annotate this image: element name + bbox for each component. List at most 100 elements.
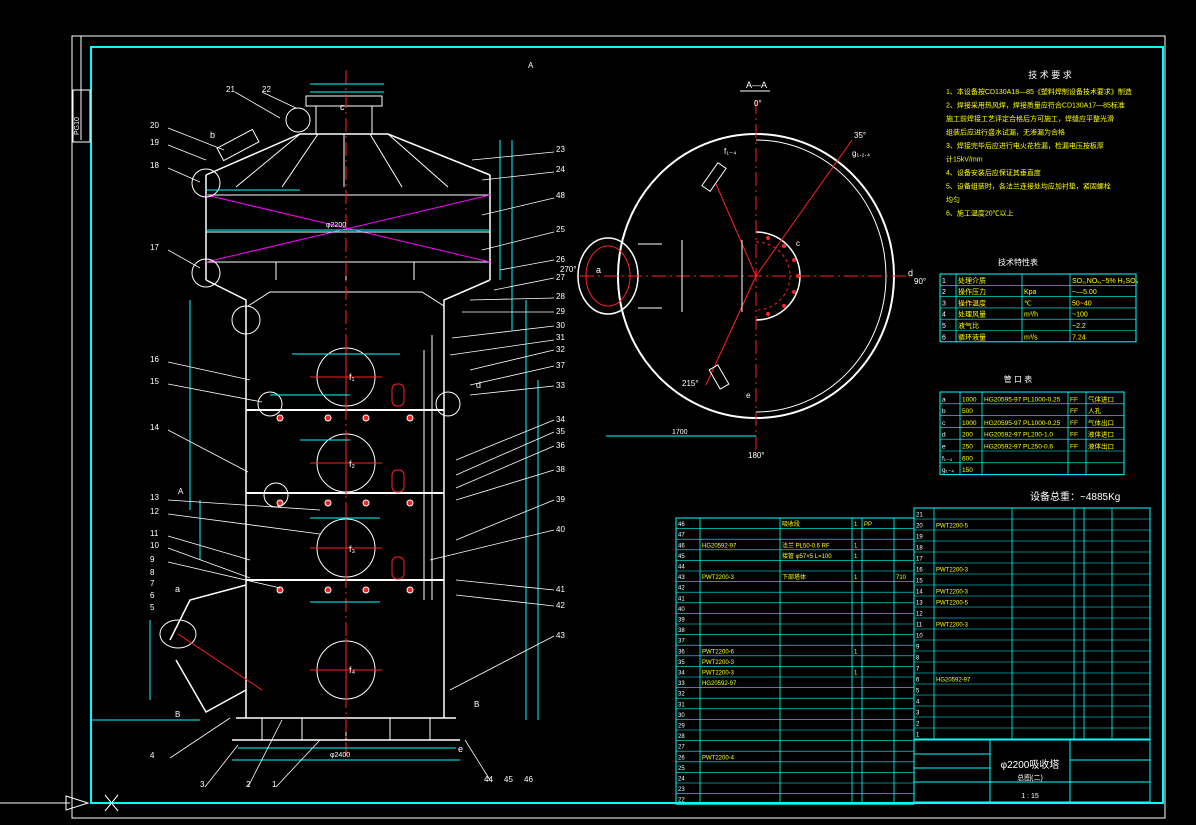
table-cell: HG20595-97 PL1000-0.25 <box>984 420 1061 427</box>
table-cell: 1 <box>854 671 858 677</box>
title-block-scale: 1 : 15 <box>1021 793 1039 800</box>
table-cell: Kpa <box>1024 289 1037 296</box>
table-cell: 22 <box>678 798 685 804</box>
table-frame <box>913 507 1151 740</box>
table-cell: c <box>942 420 946 427</box>
table-cell: 4 <box>916 700 920 706</box>
table-cell: 1 <box>916 733 920 739</box>
table-cell: 39 <box>678 618 685 624</box>
callout-number: 20 <box>150 121 159 130</box>
table-cell: 吸收段 <box>782 520 800 528</box>
table-cell: FF <box>1070 396 1078 403</box>
weight-label: 设备总重：~4885Kg <box>1030 490 1120 503</box>
table-cell: 液体出口 <box>1088 442 1114 451</box>
table-cell: 38 <box>678 628 685 634</box>
elevation-view <box>159 70 491 760</box>
table-cell: 35 <box>678 660 685 666</box>
callout-number: 9 <box>150 555 155 564</box>
spray-nozzles <box>276 414 414 594</box>
callout-number: 45 <box>504 775 513 784</box>
table-cell: 26 <box>678 755 685 761</box>
callout-number: 1 <box>272 780 277 789</box>
callout-number: 19 <box>150 138 159 147</box>
outer-border <box>71 35 1166 819</box>
table-cell: HG20592-97 <box>702 681 737 687</box>
section-angle-left: 270° <box>560 265 577 274</box>
table-cell: 处理风量 <box>958 310 986 319</box>
table-cell: PWT2200-5 <box>936 601 969 607</box>
section-nozzle-top <box>701 161 727 193</box>
callout-number: 39 <box>556 495 565 504</box>
callout-number: 27 <box>556 273 565 282</box>
section-label-d: d <box>908 268 913 278</box>
tech-req-item: 2、焊接采用热风焊，焊接质量应符合CD130A17—85标准 <box>946 101 1125 110</box>
callout-number: 44 <box>484 775 493 784</box>
inlet-a-flange <box>159 619 197 649</box>
table-cell: ~—5.00 <box>1072 289 1097 296</box>
tech-req-title: 技 术 要 求 <box>1028 69 1072 80</box>
table-cell: 操作温度 <box>958 298 986 307</box>
table-cell: 710 <box>896 575 907 581</box>
section-mark-a-left: A <box>178 487 184 496</box>
table-cell: ~2.2 <box>1072 323 1086 330</box>
table-cell: 44 <box>678 565 685 571</box>
table-cell: SO₂,NOₓ,~5% H₂SO₄ <box>1072 278 1139 285</box>
section-mark-b-right: B <box>474 700 479 709</box>
nozzle-g2 <box>391 469 405 493</box>
table-cell: 600 <box>962 455 973 462</box>
table-cell: 法兰 PL50-0.6 RF <box>782 541 830 549</box>
table-cell: m³/h <box>1024 312 1038 319</box>
callout-number: 7 <box>150 579 155 588</box>
table-cell: 14 <box>916 590 923 596</box>
callout-number: 18 <box>150 161 159 170</box>
table-cell: 1 <box>854 575 858 581</box>
table-cell: 8 <box>916 656 920 662</box>
table-cell: 500 <box>962 408 973 415</box>
table-cell: 4 <box>942 312 946 319</box>
table-cell: 液体进口 <box>1088 430 1114 439</box>
table-cell: 13 <box>916 601 923 607</box>
top-outlet-flange <box>305 95 383 107</box>
detail-circle-3 <box>191 258 221 288</box>
table-cell: 23 <box>678 787 685 793</box>
callout-number: 6 <box>150 591 155 600</box>
table-cell: 45 <box>678 554 685 560</box>
table-cell: PWT2200-3 <box>936 568 969 574</box>
tech-req-item: 4、设备安装后应保证其垂直度 <box>946 168 1041 177</box>
table-cell: 37 <box>678 639 685 645</box>
top-cone-ribs <box>235 133 449 188</box>
table-cell: 1 <box>854 554 858 560</box>
transition-cone <box>205 279 491 320</box>
callout-number: 3 <box>200 780 205 789</box>
section-ray-g <box>715 183 757 277</box>
tech-req-item: 均匀 <box>946 195 960 204</box>
table-cell: PWT2200-3 <box>702 660 735 666</box>
callouts-right: 2324482526272829303132373334353638394041… <box>484 145 565 784</box>
inlet-a-duct <box>169 584 247 714</box>
nozzle-g1 <box>391 383 405 407</box>
table-cell: 1 <box>854 522 858 528</box>
detail-circle-1 <box>285 107 311 133</box>
callout-number: 41 <box>556 585 565 594</box>
label-f2: f₂ <box>349 459 356 469</box>
section-inlet-duct <box>638 243 662 309</box>
callout-number: 35 <box>556 427 565 436</box>
table-cell: 液气比 <box>958 321 979 330</box>
table-cell: 41 <box>678 596 685 602</box>
section-mark-b-left: B <box>175 710 180 719</box>
table-cell: 处理介质 <box>958 276 986 285</box>
table-cell: PP <box>864 522 872 528</box>
table-cell: HG20595-97 PL1000-0.25 <box>984 396 1061 403</box>
section-label-g: g₁.₂.₄ <box>852 149 870 158</box>
section-angle-bottom: 180° <box>748 451 765 460</box>
dim-label-2200: φ2200 <box>326 222 346 229</box>
table-cell: 16 <box>916 568 923 574</box>
label-d: d <box>476 380 481 390</box>
table-cell: 46 <box>678 522 685 528</box>
table-cell: 33 <box>678 681 685 687</box>
table-cell: 2 <box>916 722 920 728</box>
inner-downcomer <box>423 335 433 600</box>
